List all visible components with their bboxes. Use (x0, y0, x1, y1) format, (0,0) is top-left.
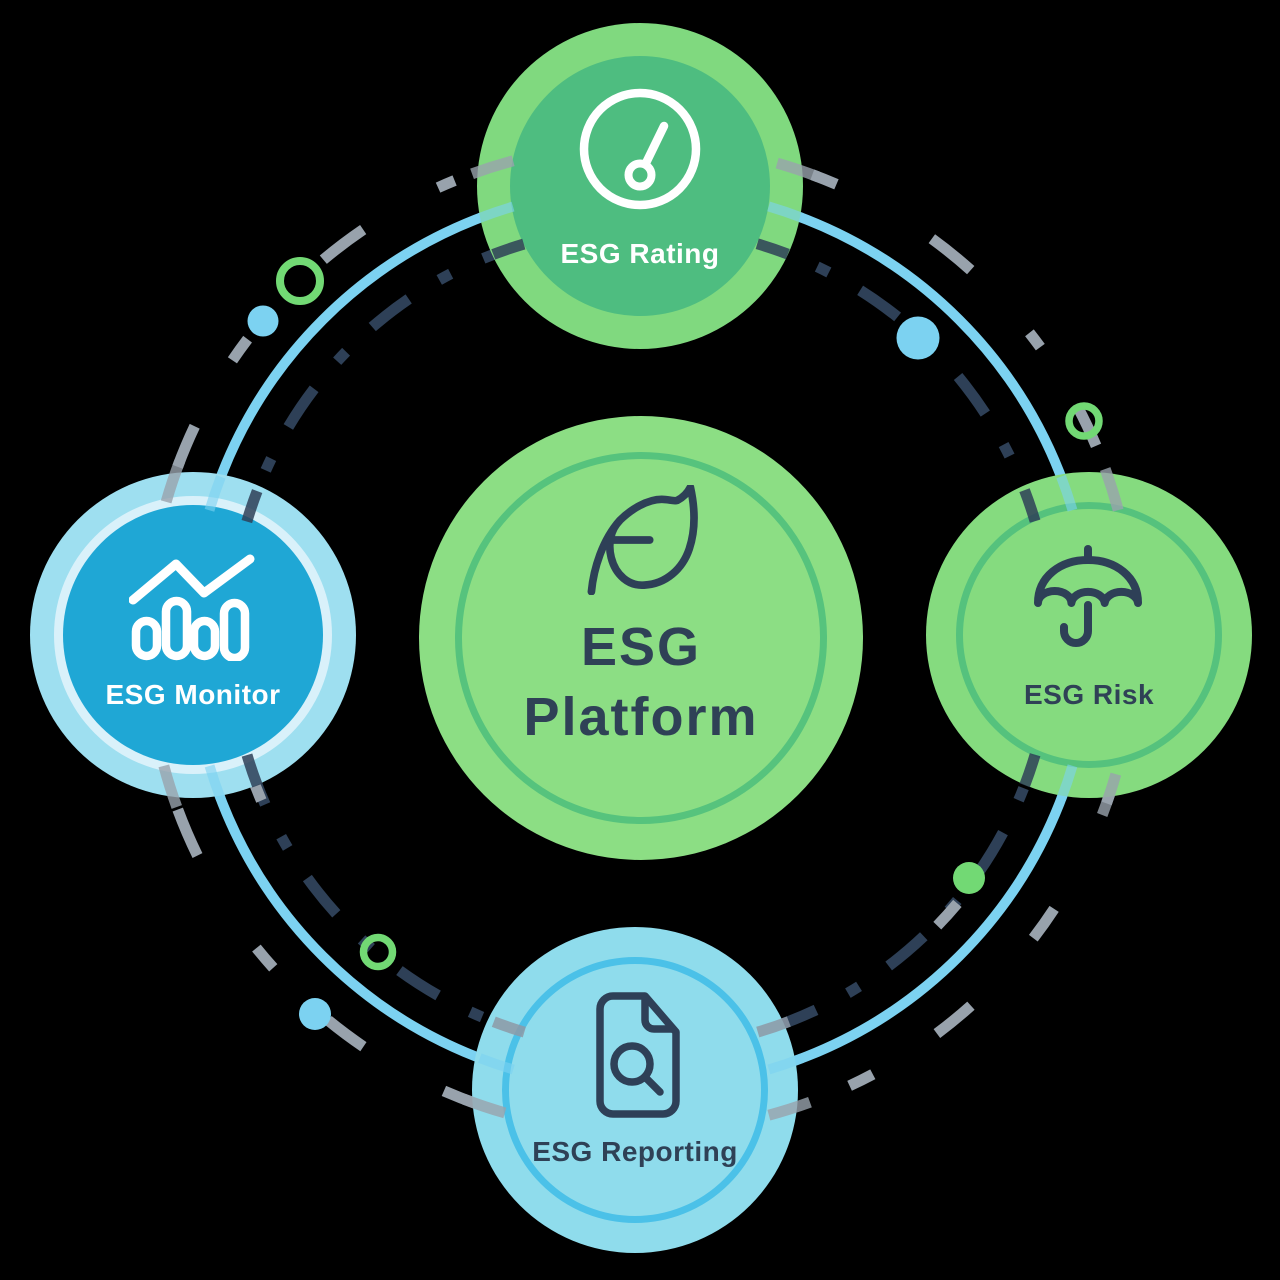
node-esg-reporting: ESG Reporting (472, 927, 798, 1253)
node-esg-platform: ESG Platform (419, 416, 863, 860)
risk-label: ESG Risk (1023, 679, 1155, 710)
gauge-icon (579, 88, 701, 210)
node-esg-rating: ESG Rating (477, 23, 803, 349)
node-esg-monitor: ESG Monitor (30, 472, 356, 798)
node-esg-risk: ESG Risk (926, 472, 1252, 798)
platform-title-line1: ESG (580, 617, 702, 677)
rating-label: ESG Rating (560, 238, 720, 269)
umbrella-icon (1034, 545, 1142, 647)
leaf-icon (587, 485, 698, 595)
document-search-icon (596, 992, 680, 1118)
reporting-label: ESG Reporting (532, 1136, 738, 1167)
monitor-label: ESG Monitor (105, 679, 281, 710)
platform-title-line2: Platform (523, 687, 759, 747)
bar-chart-icon (129, 554, 255, 661)
